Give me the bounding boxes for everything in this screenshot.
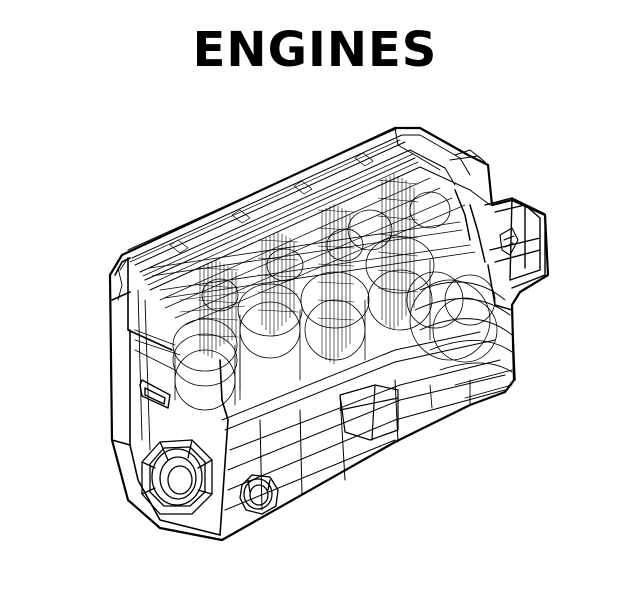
engine-block-outline — [108, 126, 550, 542]
cylinder-cluster-1 — [179, 259, 246, 359]
top-rail-lines — [127, 127, 491, 291]
oil-pan — [339, 384, 399, 441]
right-side-outline — [454, 189, 516, 381]
cylinder-cluster-3 — [317, 203, 355, 365]
cylinder-cluster-2 — [257, 231, 299, 337]
exhaust-box — [484, 197, 546, 289]
aux-pulley — [239, 474, 279, 515]
front-face-panel — [111, 257, 229, 536]
exhaust-manifold — [414, 281, 513, 409]
intake-manifold — [149, 221, 476, 299]
crank-pulley — [141, 439, 213, 515]
front-face-details — [117, 257, 181, 451]
cylinder-bores — [172, 236, 498, 411]
cam-gears — [201, 191, 451, 312]
page-title: ENGINES — [192, 22, 438, 78]
crankcase-lines — [221, 331, 506, 511]
side-bolt — [499, 227, 519, 256]
engine-wireframe-icon — [108, 126, 550, 542]
cylinder-walls — [174, 259, 431, 406]
cylinder-cluster-4 — [377, 173, 419, 331]
engine-wireframe-figure — [0, 100, 644, 560]
oil-slot — [139, 379, 171, 409]
